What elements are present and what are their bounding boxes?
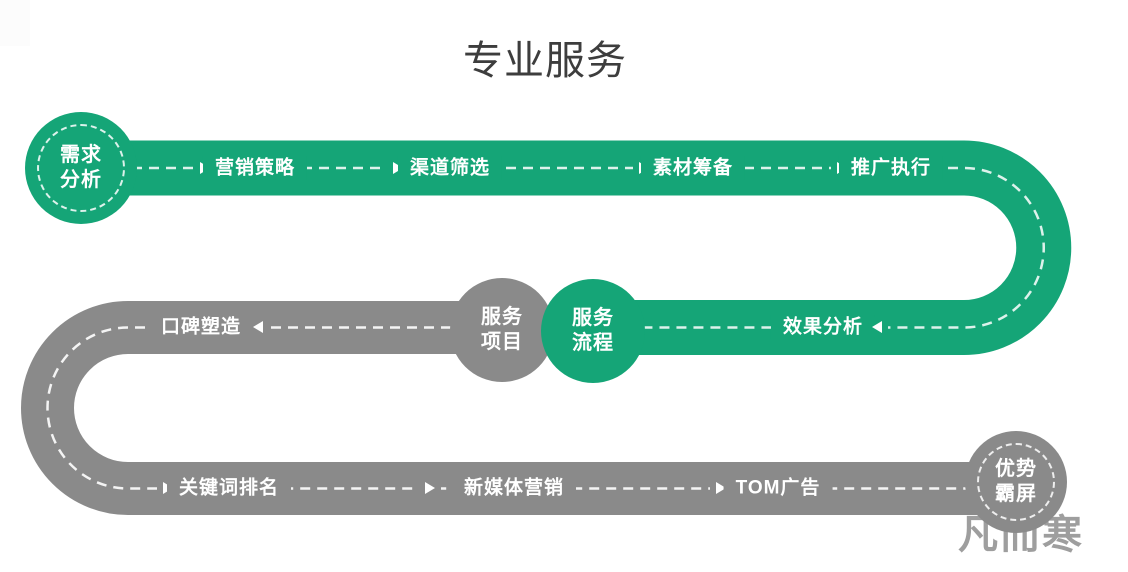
- step-promotion-execution: 推广执行: [838, 155, 944, 181]
- flow-route-gray-dashes: [46, 326, 1016, 490]
- arrow-left-icon: [247, 317, 269, 337]
- arrow-right-icon: [419, 478, 441, 498]
- flow-route-green-dashes: [81, 166, 1045, 329]
- step-keyword-ranking: 关键词排名: [166, 475, 292, 501]
- step-channel-screening: 渠道筛选: [397, 155, 503, 181]
- node-service-items: 服务 项目: [450, 278, 554, 382]
- step-material-preparation: 素材筹备: [640, 155, 746, 181]
- arrow-left-icon: [866, 317, 888, 337]
- node-demand-analysis: 需求 分析: [25, 112, 137, 224]
- step-marketing-strategy: 营销策略: [202, 155, 308, 181]
- dashed-ring: [37, 124, 125, 212]
- node-advantage-screen-domination: 优势 霸屏: [965, 431, 1067, 533]
- step-effect-analysis: 效果分析: [770, 314, 876, 340]
- node-label: 优势 霸屏: [995, 458, 1037, 505]
- node-label: 服务 项目: [481, 306, 523, 353]
- node-label: 需求 分析: [60, 144, 102, 191]
- step-new-media-marketing: 新媒体营销: [451, 475, 577, 501]
- node-label: 服务 流程: [572, 307, 614, 354]
- step-reputation-building: 口碑塑造: [148, 314, 254, 340]
- dashed-ring: [977, 443, 1055, 521]
- node-service-process: 服务 流程: [541, 279, 645, 383]
- step-tom-ads: TOM广告: [723, 475, 833, 501]
- corner-shade: [0, 0, 30, 46]
- page-title: 专业服务: [463, 39, 627, 83]
